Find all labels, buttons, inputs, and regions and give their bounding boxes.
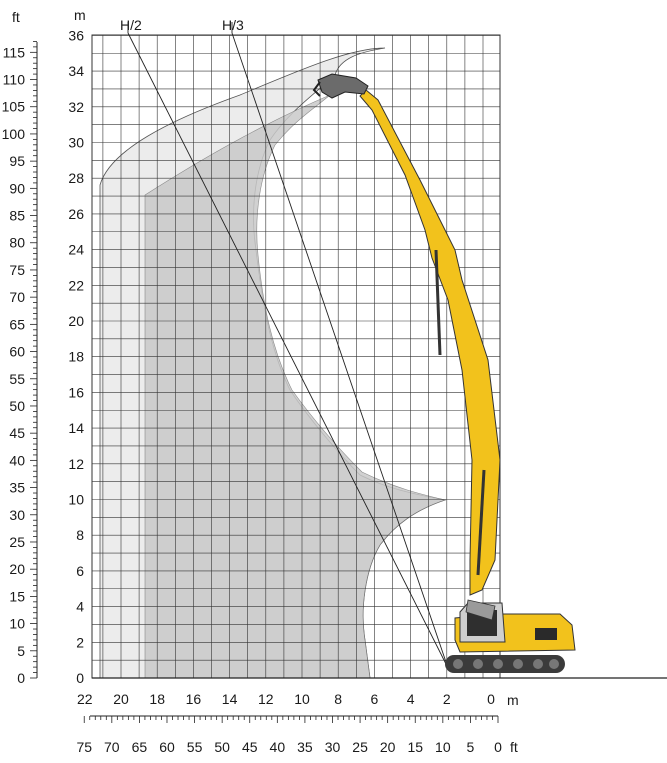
engine-grille — [535, 628, 557, 640]
m-distance-label: 10 — [294, 691, 310, 707]
ft-tick-label: 40 — [9, 452, 25, 468]
ft-tick-label: 95 — [9, 153, 25, 169]
guide-lines — [127, 22, 449, 669]
axes: 0510152025303540455055606570758085909510… — [2, 27, 502, 755]
ft-unit-label: ft — [12, 9, 20, 25]
ft-tick-label: 60 — [9, 344, 25, 360]
m-tick-label: 24 — [68, 242, 84, 258]
inner-reach-envelope — [144, 94, 447, 679]
ft-distance-label: 0 — [494, 739, 502, 755]
ft-tick-label: 105 — [2, 99, 26, 115]
ft-distance-label: 60 — [159, 739, 175, 755]
hydraulic-cylinder-lower — [476, 469, 486, 576]
ft-distance-label: 10 — [435, 739, 451, 755]
ft-distance-label: 65 — [132, 739, 148, 755]
ft-tick-label: 10 — [9, 616, 25, 632]
ft-tick-label: 70 — [9, 289, 25, 305]
ft-tick-label: 50 — [9, 398, 25, 414]
m-distance-label: 20 — [113, 691, 129, 707]
m-distance-label: 0 — [487, 691, 495, 707]
h2-guide-label: H/2 — [120, 17, 142, 33]
ft-distance-label: 70 — [104, 739, 120, 755]
m-tick-label: 10 — [68, 492, 84, 508]
h3-guide-label: H/3 — [222, 17, 244, 33]
m-tick-label: 36 — [68, 27, 84, 43]
ft-distance-label: 40 — [270, 739, 286, 755]
m-distance-label: 22 — [77, 691, 93, 707]
m-tick-label: 30 — [68, 135, 84, 151]
ft-tick-label: 25 — [9, 534, 25, 550]
ft-distance-label: 45 — [242, 739, 258, 755]
m-tick-label: 8 — [76, 527, 84, 543]
m-distance-label: 2 — [443, 691, 451, 707]
m-distance-label: 18 — [149, 691, 165, 707]
ft-tick-label: 55 — [9, 371, 25, 387]
m-distance-label: 12 — [258, 691, 274, 707]
m-tick-label: 14 — [68, 420, 84, 436]
m-tick-label: 34 — [68, 63, 84, 79]
ft-tick-label: 35 — [9, 480, 25, 496]
m-axis-unit-label: m — [507, 692, 519, 708]
m-distance-label: 16 — [186, 691, 202, 707]
boom-foot — [465, 599, 496, 621]
tool-jaw — [312, 81, 321, 97]
ft-tick-label: 80 — [9, 235, 25, 251]
m-tick-label: 4 — [76, 599, 84, 615]
ft-tick-label: 0 — [17, 670, 25, 686]
ft-distance-label: 35 — [297, 739, 313, 755]
ft-tick-label: 115 — [3, 44, 26, 60]
m-tick-label: 16 — [68, 384, 84, 400]
ft-distance-label: 75 — [76, 739, 92, 755]
demolition-excavator — [312, 73, 576, 673]
ft-tick-label: 30 — [9, 507, 25, 523]
ft-distance-label: 20 — [380, 739, 396, 755]
ft-tick-label: 90 — [9, 180, 25, 196]
h2-guide-line — [127, 32, 449, 669]
m-tick-label: 22 — [68, 277, 84, 293]
hydraulic-cylinder-upper — [434, 249, 442, 356]
m-tick-label: 26 — [68, 206, 84, 222]
m-tick-label: 20 — [68, 313, 84, 329]
m-tick-label: 0 — [76, 670, 84, 686]
m-tick-label: 12 — [68, 456, 84, 472]
ft-tick-label: 65 — [9, 316, 25, 332]
ft-tick-label: 45 — [9, 425, 25, 441]
m-distance-label: 4 — [407, 691, 415, 707]
ft-distance-label: 15 — [407, 739, 423, 755]
ft-distance-label: 55 — [187, 739, 203, 755]
m-tick-label: 2 — [76, 634, 84, 650]
m-distance-label: 14 — [222, 691, 238, 707]
ft-distance-label: 25 — [352, 739, 368, 755]
m-tick-label: 18 — [68, 349, 84, 365]
demolition-tool — [317, 73, 369, 99]
m-distance-label: 6 — [371, 691, 379, 707]
ft-tick-label: 110 — [3, 72, 26, 88]
ft-tick-label: 75 — [9, 262, 25, 278]
ft-tick-label: 20 — [9, 561, 25, 577]
ft-distance-label: 50 — [214, 739, 230, 755]
ft-tick-label: 85 — [9, 208, 25, 224]
m-tick-label: 28 — [68, 170, 84, 186]
undercarriage-track — [445, 655, 565, 673]
ft-tick-label: 15 — [9, 588, 25, 604]
ft-distance-label: 30 — [325, 739, 341, 755]
m-distance-label: 8 — [334, 691, 342, 707]
ft-tick-label: 5 — [17, 643, 25, 659]
m-unit-label: m — [74, 7, 86, 23]
h3-guide-line — [231, 32, 449, 669]
ft-tick-label: 100 — [2, 126, 26, 142]
m-tick-label: 6 — [76, 563, 84, 579]
m-tick-label: 32 — [68, 99, 84, 115]
grid — [91, 34, 667, 679]
ft-axis-unit-label: ft — [510, 739, 518, 755]
ft-distance-label: 5 — [467, 739, 475, 755]
